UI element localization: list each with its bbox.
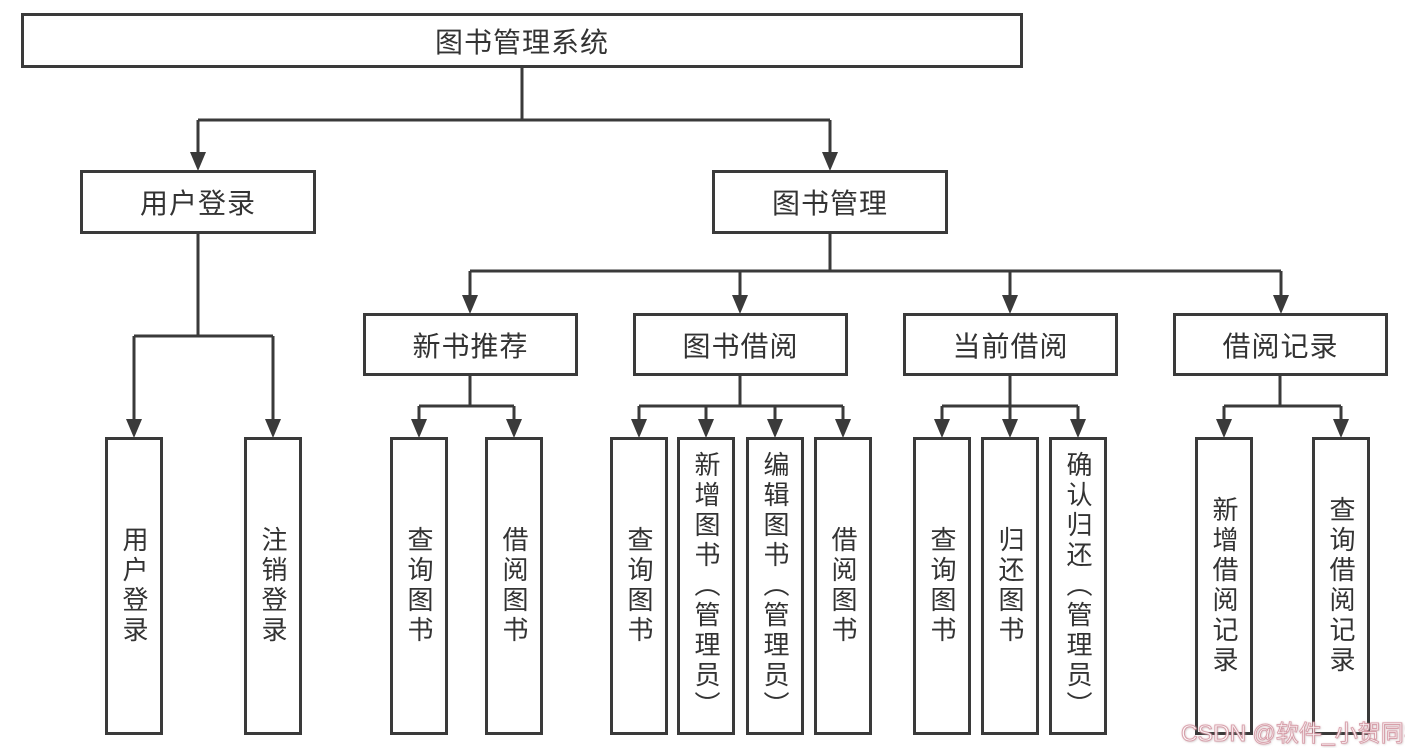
leaf-query-borrow-record: 查询借阅记录 <box>1312 437 1370 735</box>
node-new-book-recommendation: 新书推荐 <box>363 313 578 376</box>
arrow-down-icon <box>265 419 281 438</box>
leaf-confirm-return-admin: 确认归还（管理员） <box>1049 437 1107 735</box>
node-book-borrowing: 图书借阅 <box>633 313 848 376</box>
csdn-watermark: CSDN @软件_小贺同学 <box>1181 720 1405 747</box>
leaf-user-login: 用户登录 <box>105 437 163 735</box>
leaf-edit-books-admin: 编辑图书（管理员） <box>746 437 804 735</box>
arrow-down-icon <box>1216 419 1232 438</box>
arrow-down-icon <box>1070 419 1086 438</box>
arrow-down-icon <box>767 419 783 438</box>
arrow-down-icon <box>411 419 427 438</box>
leaf-add-borrow-record: 新增借阅记录 <box>1195 437 1253 735</box>
arrow-down-icon <box>934 419 950 438</box>
leaf-return-books: 归还图书 <box>981 437 1039 735</box>
arrow-down-icon <box>1333 419 1349 438</box>
arrow-down-icon <box>631 419 647 438</box>
arrow-down-icon <box>822 152 838 171</box>
node-borrowing-records: 借阅记录 <box>1173 313 1388 376</box>
leaf-borrow-books: 借阅图书 <box>814 437 872 735</box>
arrow-down-icon <box>698 419 714 438</box>
node-current-borrowing: 当前借阅 <box>903 313 1118 376</box>
arrow-down-icon <box>506 419 522 438</box>
arrow-down-icon <box>732 295 748 314</box>
arrow-down-icon <box>835 419 851 438</box>
arrow-down-icon <box>126 419 142 438</box>
arrow-down-icon <box>190 152 206 171</box>
leaf-query-books-borrow: 查询图书 <box>610 437 668 735</box>
node-library-management-system: 图书管理系统 <box>21 13 1023 68</box>
arrow-down-icon <box>1002 419 1018 438</box>
leaf-borrow-books-recommend: 借阅图书 <box>485 437 543 735</box>
leaf-add-books-admin: 新增图书（管理员） <box>677 437 735 735</box>
arrow-down-icon <box>1273 295 1289 314</box>
node-book-management: 图书管理 <box>712 170 948 234</box>
arrow-down-icon <box>1002 295 1018 314</box>
leaf-query-books-current: 查询图书 <box>913 437 971 735</box>
leaf-query-books-recommend: 查询图书 <box>390 437 448 735</box>
arrowheads <box>126 152 1349 438</box>
node-user-login: 用户登录 <box>80 170 316 234</box>
leaf-logout: 注销登录 <box>244 437 302 735</box>
arrow-down-icon <box>462 295 478 314</box>
